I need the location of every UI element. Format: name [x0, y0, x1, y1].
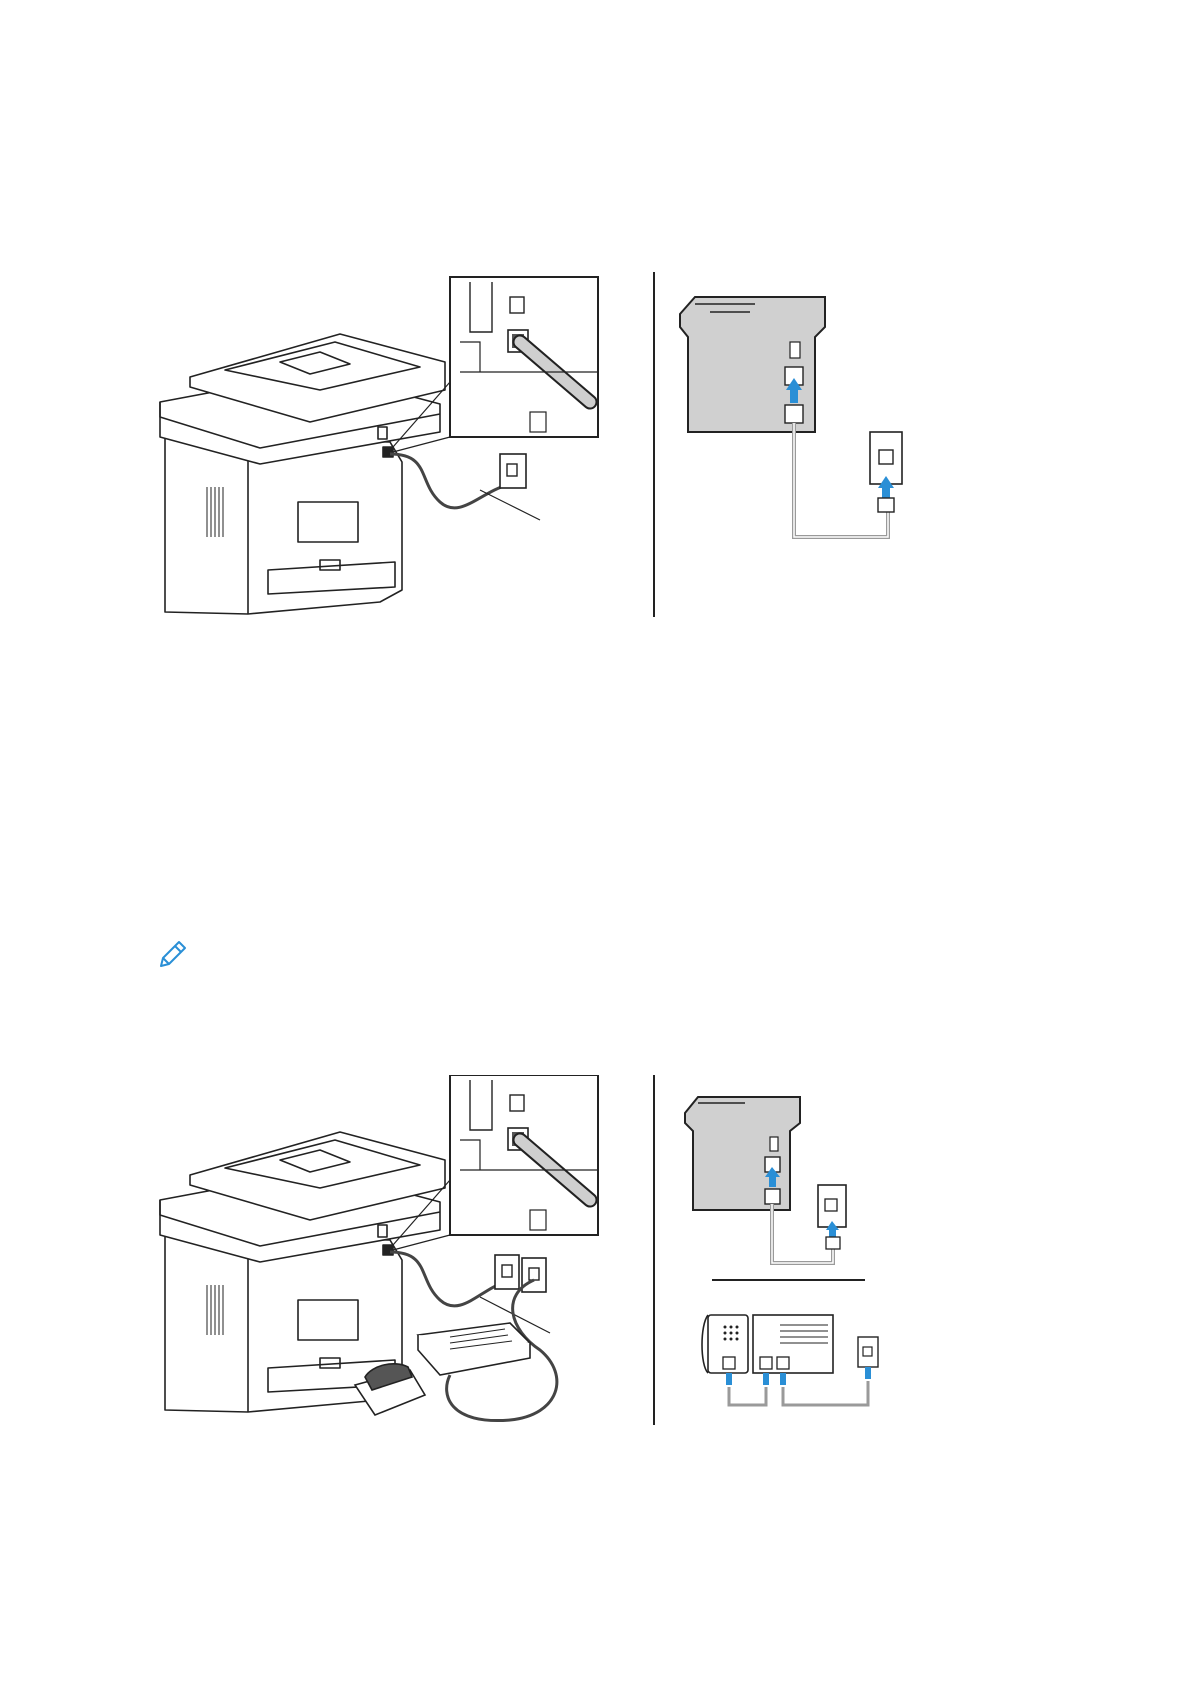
figure-1-direct-wall-connection	[150, 272, 950, 622]
phone-port-zoom-callout	[450, 277, 598, 437]
figure-2-answering-machine-connection	[150, 1075, 950, 1435]
pencil-note-icon	[157, 938, 189, 970]
fax-port-schematic	[685, 1097, 846, 1263]
figure-2-svg	[150, 1075, 950, 1435]
printer-rear-illustration	[160, 334, 445, 614]
fax-port-schematic	[680, 297, 902, 537]
phone-cable	[390, 454, 510, 508]
wall-jack	[480, 454, 540, 520]
phone-port-zoom-callout	[450, 1075, 598, 1235]
answering-machine	[418, 1323, 530, 1375]
figure-1-svg	[150, 272, 950, 622]
phone-cable	[390, 1252, 505, 1306]
telephone-answering-machine-schematic	[702, 1315, 878, 1405]
